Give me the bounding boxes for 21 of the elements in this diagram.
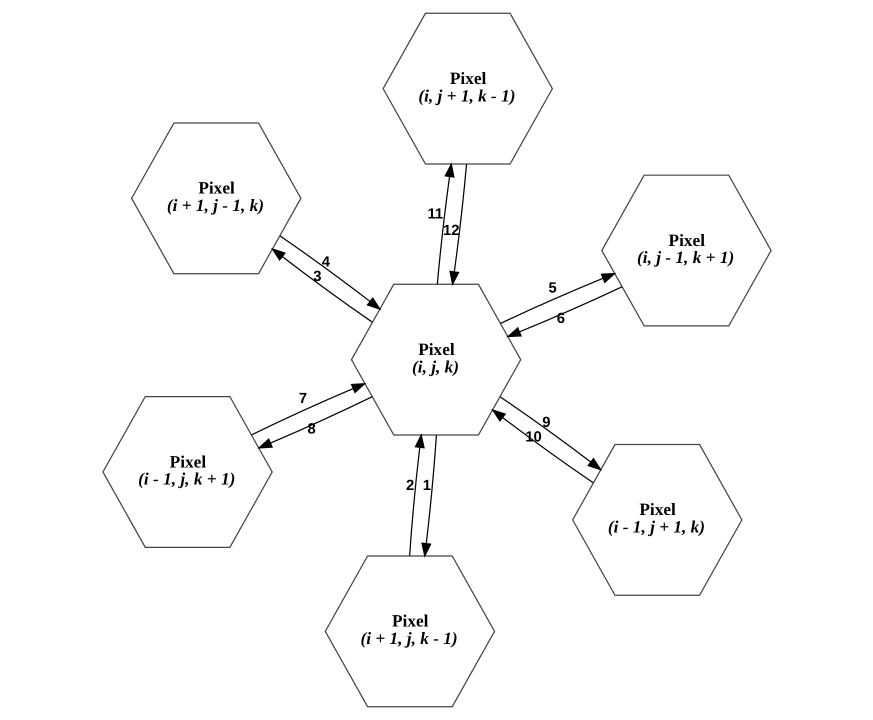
edge-label: 2: [405, 478, 414, 494]
arrow: [500, 272, 616, 324]
edge-label: 3: [312, 268, 322, 285]
edge-label: 11: [427, 206, 443, 223]
arrow: [490, 408, 593, 484]
edge-label: 5: [548, 280, 556, 296]
edge-label: 4: [321, 254, 330, 270]
edge-label: 7: [298, 391, 307, 408]
arrow: [500, 396, 602, 471]
arrow: [250, 382, 366, 436]
edge-label: 9: [542, 415, 550, 432]
arrow: [420, 435, 437, 558]
arrow: [270, 248, 372, 323]
arrow: [436, 162, 454, 284]
arrow: [256, 396, 372, 449]
arrow: [448, 164, 467, 286]
arrow: [408, 433, 424, 556]
arrow: [279, 235, 381, 310]
arrow: [506, 286, 622, 338]
edge-label: 1: [422, 478, 431, 494]
edge-label: 12: [442, 222, 459, 239]
